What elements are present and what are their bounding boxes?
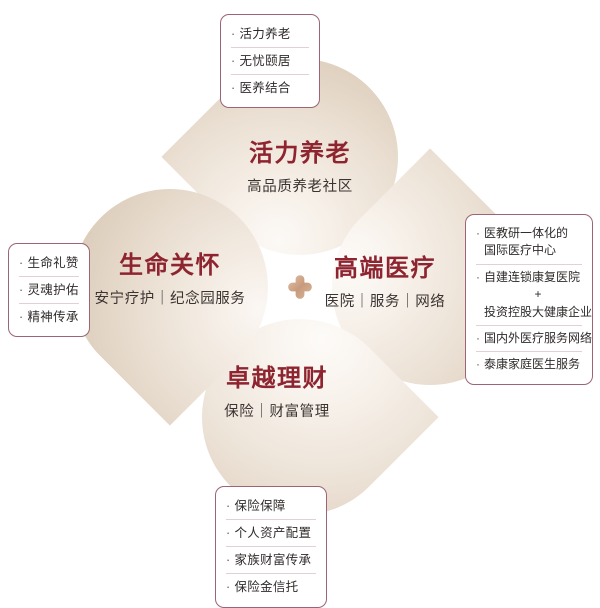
callout-item-text: 医教研一体化的国际医疗中心 <box>484 225 568 260</box>
callout-item: ·保险保障 <box>226 493 316 519</box>
callout-item-line: 灵魂护佑 <box>27 283 79 298</box>
callout-item-line: 无忧颐居 <box>239 54 291 69</box>
callout-item-text: 个人资产配置 <box>234 524 311 542</box>
callout-item-text: 保险金信托 <box>234 578 298 596</box>
callout-item: ·活力养老 <box>231 21 309 47</box>
callout-item-text: 活力养老 <box>239 25 290 43</box>
bullet-icon: · <box>226 553 231 568</box>
callout-item-line: 自建连锁康复医院 <box>484 269 581 284</box>
bullet-icon: · <box>226 526 231 541</box>
bullet-icon: · <box>476 330 480 345</box>
bullet-icon: · <box>476 357 480 372</box>
callout-item-text: 医养结合 <box>239 79 290 97</box>
callout-item: · 泰康家庭医生服务 <box>476 351 582 377</box>
callout-item-line: 保险金信托 <box>234 580 299 595</box>
bullet-icon: · <box>231 27 236 41</box>
callout-item-text: 自建连锁康复医院 + 投资控股大健康企业 <box>484 269 592 321</box>
bullet-icon: · <box>226 580 231 595</box>
callout-item-line: 泰康家庭医生服务 <box>484 357 581 372</box>
callout-item: ·医养结合 <box>231 74 309 101</box>
center-clover-icon <box>285 272 315 302</box>
callout-item-line: 国内外医疗服务网络 <box>484 330 593 345</box>
callout-item-line: 个人资产配置 <box>234 526 312 541</box>
bullet-icon: · <box>231 54 236 69</box>
callout-item-text: 国内外医疗服务网络 <box>484 330 592 347</box>
callout-item: ·精神传承 <box>19 303 79 330</box>
callout-item: ·生命礼赞 <box>19 250 79 276</box>
bullet-icon: · <box>476 269 480 284</box>
callout-item-text: 生命礼赞 <box>27 254 78 272</box>
callout-item-line: 活力养老 <box>239 27 291 41</box>
callout-item-text: 泰康家庭医生服务 <box>484 356 580 373</box>
callout-box-top: ·活力养老·无忧颐居·医养结合 <box>220 14 320 109</box>
callout-item-line: 精神传承 <box>27 310 79 325</box>
callout-item: · 医教研一体化的国际医疗中心 <box>476 221 582 264</box>
callout-item: ·家族财富传承 <box>226 546 316 573</box>
callout-box-bottom: ·保险保障·个人资产配置·家族财富传承·保险金信托 <box>215 486 327 608</box>
bullet-icon: · <box>19 310 24 325</box>
callout-item-line: 保险保障 <box>234 499 286 513</box>
callout-box-right: · 医教研一体化的国际医疗中心 · 自建连锁康复医院 + 投资控股大健康企业 · 国内外医疗服… <box>465 214 593 385</box>
callout-item-line: 生命礼赞 <box>27 256 79 270</box>
callout-item-text: 灵魂护佑 <box>27 281 78 299</box>
callout-item-text: 家族财富传承 <box>234 551 311 569</box>
bullet-icon: · <box>476 226 480 240</box>
callout-item-line: 投资控股大健康企业 <box>484 304 593 319</box>
callout-item-line: 家族财富传承 <box>234 553 312 568</box>
bullet-icon: · <box>226 499 231 513</box>
callout-item: ·无忧颐居 <box>231 47 309 74</box>
callout-item-line: + <box>534 287 542 302</box>
callout-item: ·灵魂护佑 <box>19 276 79 303</box>
callout-item: ·个人资产配置 <box>226 519 316 546</box>
callout-item-text: 精神传承 <box>27 308 78 326</box>
bullet-icon: · <box>19 283 24 298</box>
callout-item-text: 无忧颐居 <box>239 52 290 70</box>
bullet-icon: · <box>231 81 236 96</box>
callout-item-line: 国际医疗中心 <box>484 243 557 258</box>
callout-item-text: 保险保障 <box>234 497 285 515</box>
callout-item-line: 医教研一体化的 <box>484 226 569 240</box>
callout-item: · 国内外医疗服务网络 <box>476 324 592 351</box>
callout-item: · 自建连锁康复医院 + 投资控股大健康企业 <box>476 263 592 325</box>
callout-item: ·保险金信托 <box>226 573 316 600</box>
callout-box-left: ·生命礼赞·灵魂护佑·精神传承 <box>8 243 90 338</box>
callout-item-line: 医养结合 <box>239 81 291 96</box>
bullet-icon: · <box>19 256 24 270</box>
